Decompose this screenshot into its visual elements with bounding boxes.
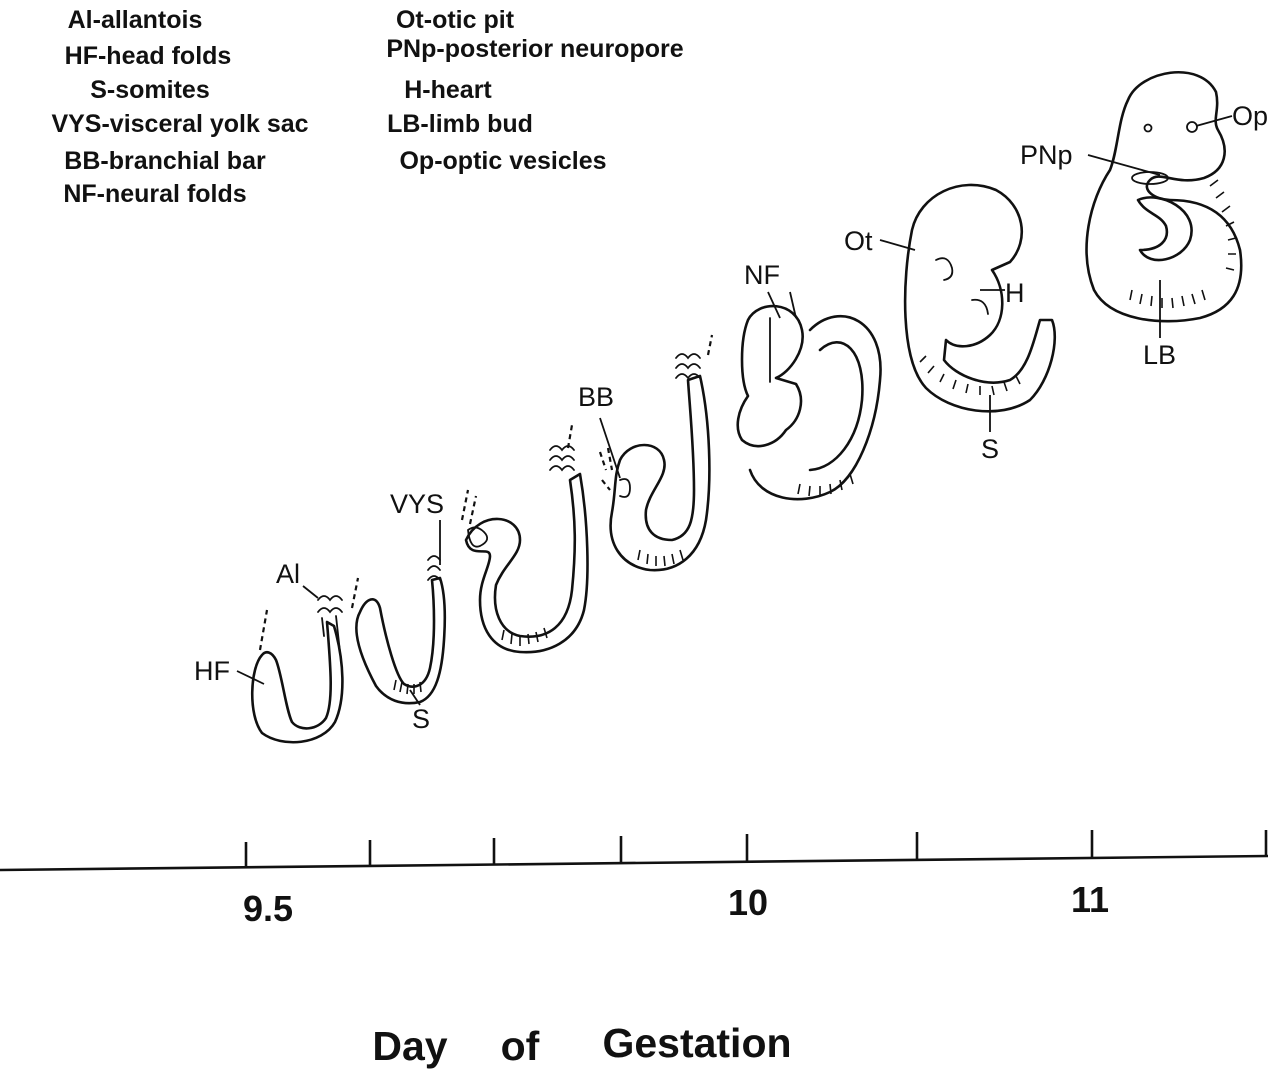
legend-otic-pit: Ot-otic pit — [396, 6, 515, 34]
hf-leader-line — [237, 671, 264, 684]
embryo-stage-2: S — [352, 556, 445, 734]
legend-limb-bud: LB-limb bud — [387, 110, 533, 138]
op-leader-line — [1196, 116, 1232, 126]
label-lb: LB — [1143, 340, 1176, 370]
legend-heart: H-heart — [404, 76, 492, 104]
legend-visceral-yolk-sac: VYS-visceral yolk sac — [51, 110, 308, 138]
embryo-stage-5: NF — [738, 260, 881, 499]
legend-optic-vesicles: Op-optic vesicles — [399, 147, 606, 175]
tick-label-11: 11 — [1071, 879, 1109, 920]
axis-title-word-day: Day — [372, 1023, 447, 1069]
bb-leader-line — [600, 418, 620, 478]
al-leader-line — [303, 586, 318, 598]
label-al: Al — [276, 559, 300, 589]
label-h: H — [1005, 278, 1025, 308]
legend-neural-folds: NF-neural folds — [63, 180, 246, 208]
embryo-stage-1: HF Al — [194, 559, 342, 742]
legend-somites: S-somites — [90, 76, 209, 104]
label-op: Op — [1232, 101, 1268, 131]
label-hf: HF — [194, 656, 230, 686]
tick-label-9-5: 9.5 — [243, 888, 293, 929]
legend: Al-allantois HF-head folds S-somites VYS… — [51, 6, 683, 208]
embryo-stage-6: Ot H S — [844, 185, 1055, 464]
tick-label-10: 10 — [728, 882, 768, 923]
legend-head-folds: HF-head folds — [65, 42, 232, 70]
pnp-leader-line — [1088, 155, 1160, 175]
axis-title: Day of Gestation — [372, 1020, 791, 1069]
legend-posterior-neuropore: PNp-posterior neuropore — [386, 35, 683, 63]
axis-title-word-of: of — [501, 1023, 540, 1069]
gestation-axis: 9.5 10 11 — [0, 830, 1268, 929]
legend-allantois: Al-allantois — [68, 6, 203, 34]
label-nf: NF — [744, 260, 780, 290]
embryo-stage-7: Op PNp LB — [1020, 72, 1268, 370]
label-vys: VYS — [390, 489, 444, 519]
axis-line — [0, 856, 1268, 870]
label-s-1: S — [412, 704, 430, 734]
embryo-stage-4: BB — [578, 335, 712, 570]
label-s-2: S — [981, 434, 999, 464]
embryo-stage-3: VYS — [390, 425, 587, 652]
legend-branchial-bar: BB-branchial bar — [64, 147, 266, 175]
label-bb: BB — [578, 382, 614, 412]
label-pnp: PNp — [1020, 140, 1073, 170]
axis-title-word-gestation: Gestation — [602, 1020, 791, 1066]
label-ot: Ot — [844, 226, 873, 256]
